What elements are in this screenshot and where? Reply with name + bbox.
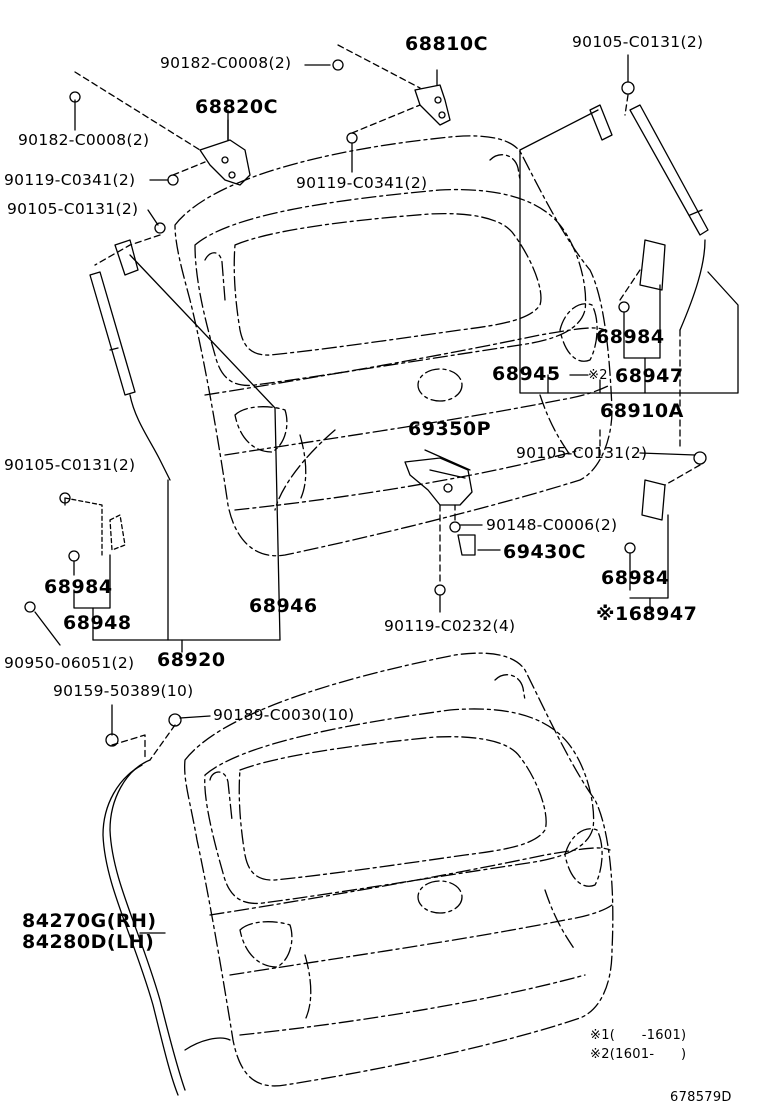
label-90105-mid: 90105-C0131(2) xyxy=(516,444,648,462)
hinge-68820C xyxy=(199,109,251,186)
lower-back-door xyxy=(184,652,614,1087)
label-68984-left: 68984 xyxy=(44,576,113,598)
right-strut-68945 xyxy=(589,104,709,331)
label-note1: ※1( -1601) xyxy=(590,1028,687,1043)
label-90189: 90189-C0030(10) xyxy=(213,706,355,724)
label-90105-left: 90105-C0131(2) xyxy=(7,200,139,218)
label-68945: 68945 xyxy=(492,363,561,385)
fasteners xyxy=(24,59,707,747)
label-90148: 90148-C0006(2) xyxy=(486,516,618,534)
label-68810C: 68810C xyxy=(405,33,489,55)
stay-68948 xyxy=(64,497,126,556)
washer-hose-84270G xyxy=(102,759,231,1096)
label-68946: 68946 xyxy=(249,595,318,617)
label-note2-mark: ※2 xyxy=(588,368,608,383)
bracket-68947 xyxy=(641,479,666,521)
label-note2: ※2(1601- ) xyxy=(590,1047,687,1062)
label-84280D: 84280D(LH) xyxy=(22,931,155,953)
label-68820C: 68820C xyxy=(195,96,279,118)
label-68948: 68948 xyxy=(63,612,132,634)
label-68910A: 68910A xyxy=(600,400,684,422)
label-90119-left: 90119-C0341(2) xyxy=(4,171,136,189)
lock-69350P xyxy=(404,457,473,506)
striker-69430C xyxy=(457,534,476,556)
label-90105-left-2: 90105-C0131(2) xyxy=(4,456,136,474)
hinge-68810C xyxy=(414,69,451,126)
label-90950: 90950-06051(2) xyxy=(4,654,135,672)
label-68947-right-2: ※168947 xyxy=(596,603,698,625)
label-90119-bottom: 90119-C0232(4) xyxy=(384,617,516,635)
label-90182-top: 90182-C0008(2) xyxy=(160,54,292,72)
label-90159: 90159-50389(10) xyxy=(53,682,194,700)
left-strut-68946 xyxy=(89,239,171,481)
label-90119-mid: 90119-C0341(2) xyxy=(296,174,428,192)
label-69350P: 69350P xyxy=(408,418,492,440)
upper-back-door xyxy=(174,135,613,557)
label-68984-right-1: 68984 xyxy=(596,326,665,348)
label-69430C: 69430C xyxy=(503,541,587,563)
label-68947-right-1: 68947 xyxy=(615,365,684,387)
diagram-id: 678579D xyxy=(670,1090,732,1105)
label-90182-left: 90182-C0008(2) xyxy=(18,131,150,149)
label-68984-right-2: 68984 xyxy=(601,567,670,589)
label-84270G: 84270G(RH) xyxy=(22,910,157,932)
leader-lines xyxy=(34,54,739,934)
label-68920: 68920 xyxy=(157,649,226,671)
label-90105-top-right: 90105-C0131(2) xyxy=(572,33,704,51)
dashed-leaders xyxy=(74,44,701,761)
